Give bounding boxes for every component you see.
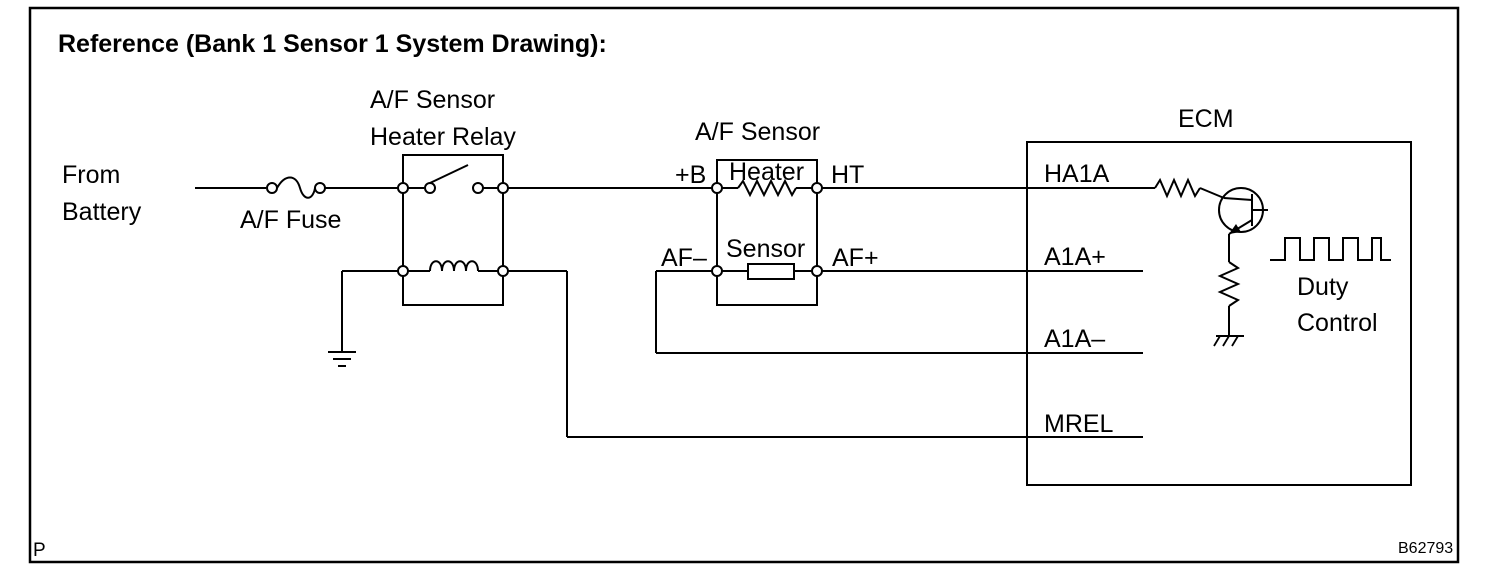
sensor-element-label: Sensor: [726, 235, 805, 263]
from-battery-label-line1: From: [62, 161, 120, 189]
ecm-ground-resistor: [1213, 261, 1244, 347]
ecm-pin-a1a-plus: A1A+: [1044, 243, 1106, 271]
duty-control-line2: Control: [1297, 309, 1378, 337]
ecm-pin-mrel: MREL: [1044, 410, 1114, 438]
ecm-pin-ha1a: HA1A: [1044, 160, 1110, 188]
ecm-resistor: [1154, 177, 1225, 199]
ecm-pin-a1a-minus: A1A–: [1044, 325, 1105, 353]
from-battery-label-line2: Battery: [62, 198, 142, 226]
terminal-af-minus: AF–: [661, 244, 707, 272]
duty-pulse-waveform: [1270, 237, 1391, 261]
diagram-title: Reference (Bank 1 Sensor 1 System Drawin…: [58, 30, 607, 58]
fuse-symbol: [195, 176, 398, 199]
diagram-frame: [28, 6, 1460, 564]
heater-label: Heater: [729, 158, 804, 186]
ecm-label: ECM: [1178, 105, 1234, 133]
fuse-label: A/F Fuse: [240, 206, 341, 234]
wire-afminus-to-a1aminus: [655, 270, 1143, 354]
terminal-ht: HT: [831, 161, 864, 189]
duty-control-line1: Duty: [1297, 273, 1349, 301]
terminal-plus-b: +B: [675, 161, 706, 189]
transistor-symbol: [1218, 187, 1268, 262]
ecm-box: [1026, 141, 1412, 486]
terminal-af-plus: AF+: [832, 244, 879, 272]
wire-relay-to-mrel: [508, 270, 1143, 438]
corner-mark: P: [33, 540, 46, 561]
figure-code: B62793: [1398, 540, 1453, 557]
relay-label-line1: A/F Sensor: [370, 86, 495, 114]
sensor-label: A/F Sensor: [695, 118, 820, 146]
relay-symbol: [397, 154, 509, 306]
ground-symbol: [328, 270, 398, 367]
relay-label-line2: Heater Relay: [370, 123, 516, 151]
